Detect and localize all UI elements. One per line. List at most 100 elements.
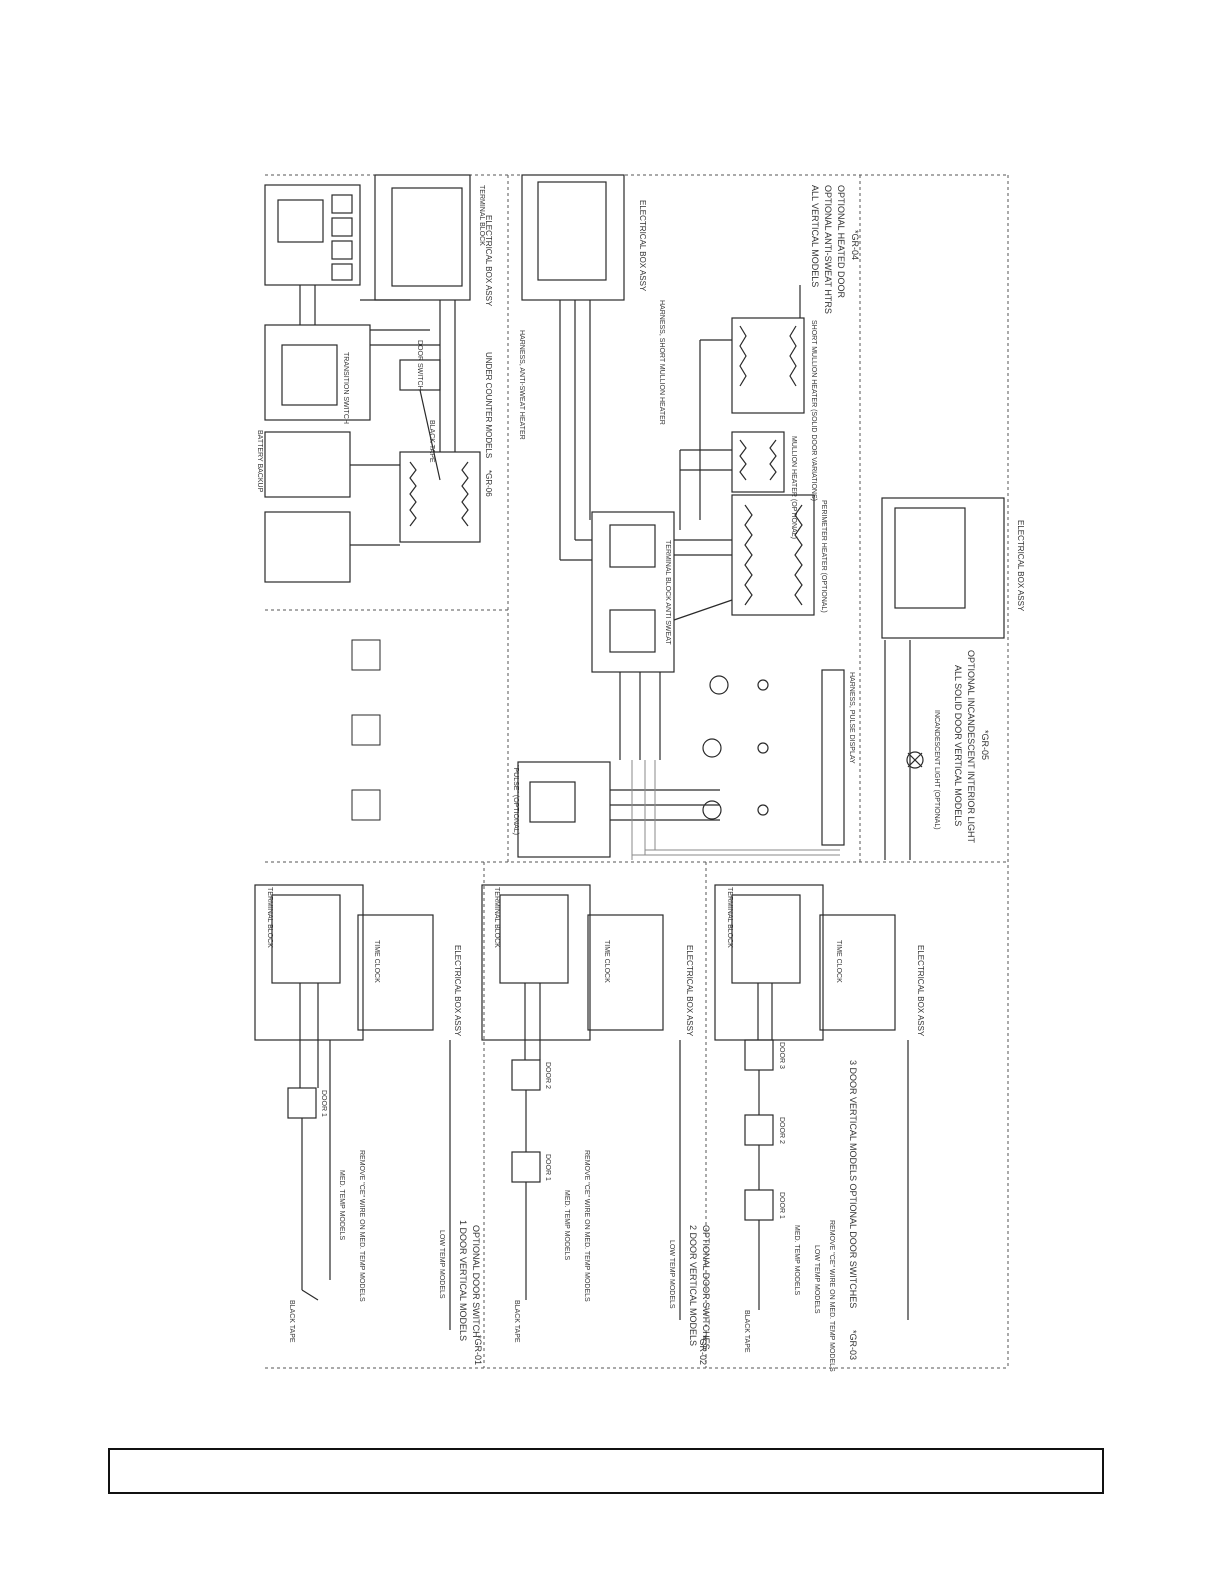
short-mullion-heater-label: SHORT MULLION HEATER (SOLID DOOR VARIATI… [810,320,817,501]
low-temp-label-gr02: LOW TEMP MODELS [668,1240,675,1309]
door-switch-2-gr03 [744,1114,774,1146]
gr03-code: *GR-03 [848,1330,858,1360]
door-1-label-gr02: DOOR 1 [544,1154,551,1181]
incandescent-light-symbol [906,751,924,769]
black-tape-label-gr01: BLACK TAPE [288,1300,295,1343]
door-switch-label-gr06: DOOR SWITCH [416,340,423,391]
black-tape-label-gr06: BLACK TAPE [428,420,435,463]
terminal-block-gr03 [731,894,801,984]
harness-anti-sweat-label: HARNESS, ANTI-SWEAT HEATER [518,330,525,440]
gr01-subtitle: OPTIONAL DOOR SWITCH [471,1225,481,1338]
time-clock-label-gr03: TIME CLOCK [835,940,842,983]
electrical-box-gr04 [521,174,625,301]
door-switch-2-gr02 [511,1059,541,1091]
terminal-block-anti-sweat-label: TERMINAL BLOCK ANTI SWEAT [664,540,671,645]
gr05-title: ALL SOLID DOOR VERTICAL MODELS [953,665,963,826]
gr01-code: *GR-01 [473,1335,483,1365]
black-tape-label-gr02: BLACK TAPE [513,1300,520,1343]
electrical-box-label-gr02: ELECTRICAL BOX ASSY [685,945,694,1037]
gr03-section [714,884,909,1320]
section-dividers [265,174,1009,1369]
electrical-box-label-gr03: ELECTRICAL BOX ASSY [916,945,925,1037]
gr06-under-counter-section [264,174,481,583]
perimeter-heater [731,494,815,616]
mullion-heater [731,431,785,493]
terminal-block-label-gr02: TERMINAL BLOCK [493,887,500,948]
gr06-title: UNDER COUNTER MODELS [484,352,493,458]
time-clock-label-gr01: TIME CLOCK [373,940,380,983]
gr01-section [254,884,451,1330]
electrical-box-gr02 [481,884,591,1041]
gr02-section [481,884,681,1320]
gr04-anti-sweat-section [517,174,845,858]
transition-switch-label: TRANSITION SWITCH [342,352,349,424]
door-switch-1-gr02 [511,1151,541,1183]
med-temp-label-gr01: MED. TEMP MODELS [338,1170,345,1240]
pulse-optional-label: "PULSE" (OPTIONAL) [512,765,519,835]
gr04-subtitle: OPTIONAL ANTI-SWEAT HTRS [823,185,833,314]
terminal-block-label-gr06: TERMINAL BLOCK [478,185,485,246]
transition-switch-box [281,344,338,406]
low-temp-label-gr01: LOW TEMP MODELS [438,1230,445,1299]
footer-box [108,1448,1104,1494]
terminal-block-gr01 [271,894,341,984]
harness-short-mullion-label: HARNESS, SHORT MULLION HEATER [658,300,665,425]
gr03-title: 3 DOOR VERTICAL MODELS OPTIONAL DOOR SWI… [848,1060,858,1308]
electrical-box-gr05 [881,497,1005,639]
electrical-box-label-gr01: ELECTRICAL BOX ASSY [453,945,462,1037]
gray-harness-wires [631,760,840,860]
battery-backup-box [264,324,371,421]
terminal-block-anti-sweat [591,511,675,673]
gr05-light-section [881,497,1005,860]
battery-backup-label: BATTERY BACKUP [256,430,263,493]
gr05-subtitle: OPTIONAL INCANDESCENT INTERIOR LIGHT [966,650,976,844]
door-switch-3-gr03 [744,1039,774,1071]
gr02-subtitle: OPTIONAL DOOR SWITCHES [701,1225,711,1350]
mullion-heater-label: MULLION HEATER (OPTIONAL) [790,436,797,539]
remove-ce-label-gr01: REMOVE "CE" WIRE ON MED. TEMP MODELS [358,1150,365,1302]
electrical-box-label-gr04: ELECTRICAL BOX ASSY [638,200,647,292]
incandescent-light-label: INCANDESCENT LIGHT (OPTIONAL) [933,710,940,830]
pulse-display-harness-bar [821,669,845,846]
gr04-title: ALL VERTICAL MODELS [810,185,820,287]
door-1-label-gr01: DOOR 1 [320,1090,327,1117]
remove-ce-label-gr02: REMOVE "CE" WIRE ON MED. TEMP MODELS [583,1150,590,1302]
electrical-box-gr06 [374,174,471,301]
door-switch-gr01 [287,1087,317,1119]
short-mullion-heater [731,317,805,414]
door-switch-1-gr03 [744,1189,774,1221]
glass-heat-circle [709,675,729,695]
electrical-box-label-gr06: ELECTRICAL BOX ASSY [484,215,493,307]
door-2-label-gr02: DOOR 2 [544,1062,551,1089]
gr05-code: *GR-05 [980,730,990,760]
time-clock-label-gr02: TIME CLOCK [603,940,610,983]
gr02-title: 2 DOOR VERTICAL MODELS [688,1225,698,1346]
time-clock-gr03 [819,914,896,1031]
time-clock-gr02 [587,914,664,1031]
gr02-code: *GR-02 [698,1335,708,1365]
terminal-block-label-gr03: TERMINAL BLOCK [726,887,733,948]
harness-pulse-display-label: HARNESS, PULSE DISPLAY [848,672,855,764]
black-tape-label-gr03: BLACK TAPE [743,1310,750,1353]
med-temp-label-gr03: MED. TEMP MODELS [793,1225,800,1295]
remove-ce-label-gr03: REMOVE "CE" WIRE ON MED. TEMP MODELS [828,1220,835,1372]
gr04-code: *GR-04 [850,230,860,260]
door-1-label-gr03: DOOR 1 [778,1192,785,1219]
pulse-board [517,761,611,858]
low-temp-label-gr03: LOW TEMP MODELS [813,1245,820,1314]
time-clock-gr01 [357,914,434,1031]
med-temp-label-gr02: MED. TEMP MODELS [563,1190,570,1260]
gr01-title: 1 DOOR VERTICAL MODELS [458,1220,468,1341]
electrical-box-label-gr05: ELECTRICAL BOX ASSY [1016,520,1025,612]
control-board-gr06 [264,184,361,286]
terminal-block-label-gr01: TERMINAL BLOCK [266,887,273,948]
switch-terminal-legend [351,639,381,821]
gr06-code: *GR-06 [484,470,493,497]
perimeter-heater-label: PERIMETER HEATER (OPTIONAL) [820,500,827,613]
gr04-subtitle2: OPTIONAL HEATED DOOR [836,185,846,299]
door-3-label-gr03: DOOR 3 [778,1042,785,1069]
door-2-label-gr03: DOOR 2 [778,1117,785,1144]
terminal-block-gr02 [499,894,569,984]
electrical-box-gr01 [254,884,364,1041]
